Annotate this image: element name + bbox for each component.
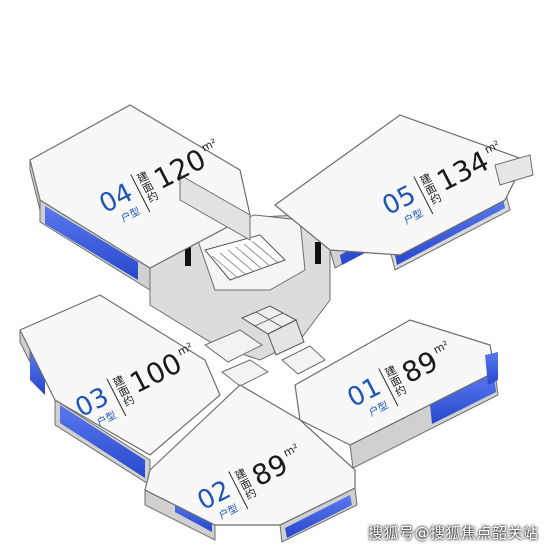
central-core (149, 214, 331, 387)
elevator-shafts (240, 305, 305, 356)
unit-02-block (144, 384, 358, 543)
watermark: 搜狐号@搜狐焦点韶关站 (368, 524, 539, 542)
unit-03-block (19, 294, 221, 486)
unit-05-block (274, 114, 534, 271)
staircase (204, 234, 286, 281)
